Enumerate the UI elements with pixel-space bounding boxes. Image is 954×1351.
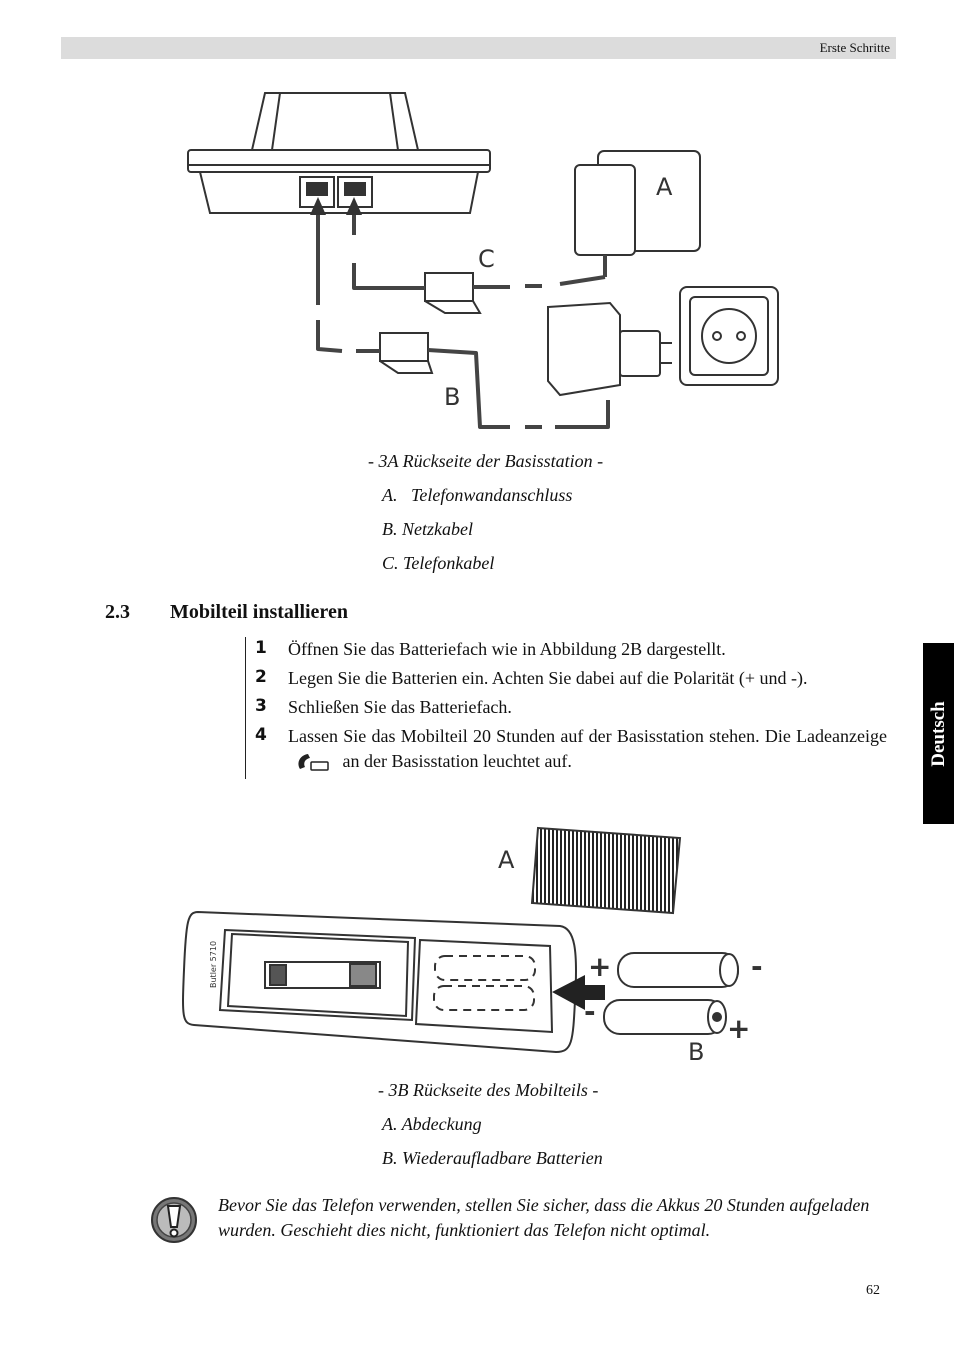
figure-3b-item-a: A. Abdeckung (382, 1114, 482, 1134)
note-text: Bevor Sie das Telefon verwenden, stellen… (218, 1195, 870, 1240)
exclamation-shield-icon (151, 1197, 197, 1243)
page-number: 62 (866, 1283, 880, 1298)
figure-3a-label-b: B (444, 383, 460, 411)
header-title: Erste Schritte (819, 40, 890, 55)
section-title: Mobilteil installieren (170, 601, 348, 623)
figure-3b-label-b: B (688, 1038, 704, 1066)
figure-3b-label-a: A (498, 846, 515, 874)
language-tab-label: Deutsch (927, 700, 949, 767)
step-text: Legen Sie die Batterien ein. Achten Sie … (288, 668, 808, 688)
figure-3a-label-c: C (478, 245, 495, 273)
step-text: Öffnen Sie das Batteriefach wie in Abbil… (288, 639, 726, 659)
steps-rule (245, 637, 246, 779)
step-number: 3 (255, 696, 267, 716)
figure-3a-item-a: A. Telefonwandanschluss (382, 485, 573, 505)
step-number: 2 (255, 667, 267, 687)
step-text: Lassen Sie das Mobilteil 20 Stunden auf … (288, 726, 887, 771)
figure-3b-item-b: B. Wiederaufladbare Batterien (382, 1148, 603, 1168)
battery-minus-label: - (584, 995, 596, 1028)
figure-3a-item-b: B. Netzkabel (382, 519, 473, 539)
charging-indicator-icon (298, 754, 329, 771)
step-number: 4 (255, 725, 267, 745)
figure-3a-label-a: A (656, 173, 673, 201)
figure-3a-item-c: C. Telefonkabel (382, 553, 495, 573)
figure-3b-caption: - 3B Rückseite des Mobilteils - (378, 1080, 599, 1100)
header-bar: Erste Schritte (61, 37, 896, 59)
section-number: 2.3 (105, 601, 130, 623)
base-station-rear-illustration: A C B (187, 92, 779, 429)
step-number: 1 (255, 638, 267, 658)
handset-brand: Butler 5710 (209, 941, 218, 988)
handset-rear-illustration: A Butler 5710 + - - + B (182, 826, 763, 1066)
battery-plus-label: + (727, 1012, 750, 1045)
language-tab: Deutsch (923, 643, 954, 824)
battery-plus-label: + (588, 950, 611, 983)
battery-minus-label: - (751, 950, 763, 983)
figure-3a-caption: - 3A Rückseite der Basisstation - (368, 451, 604, 471)
step-text: Schließen Sie das Batteriefach. (288, 697, 512, 717)
